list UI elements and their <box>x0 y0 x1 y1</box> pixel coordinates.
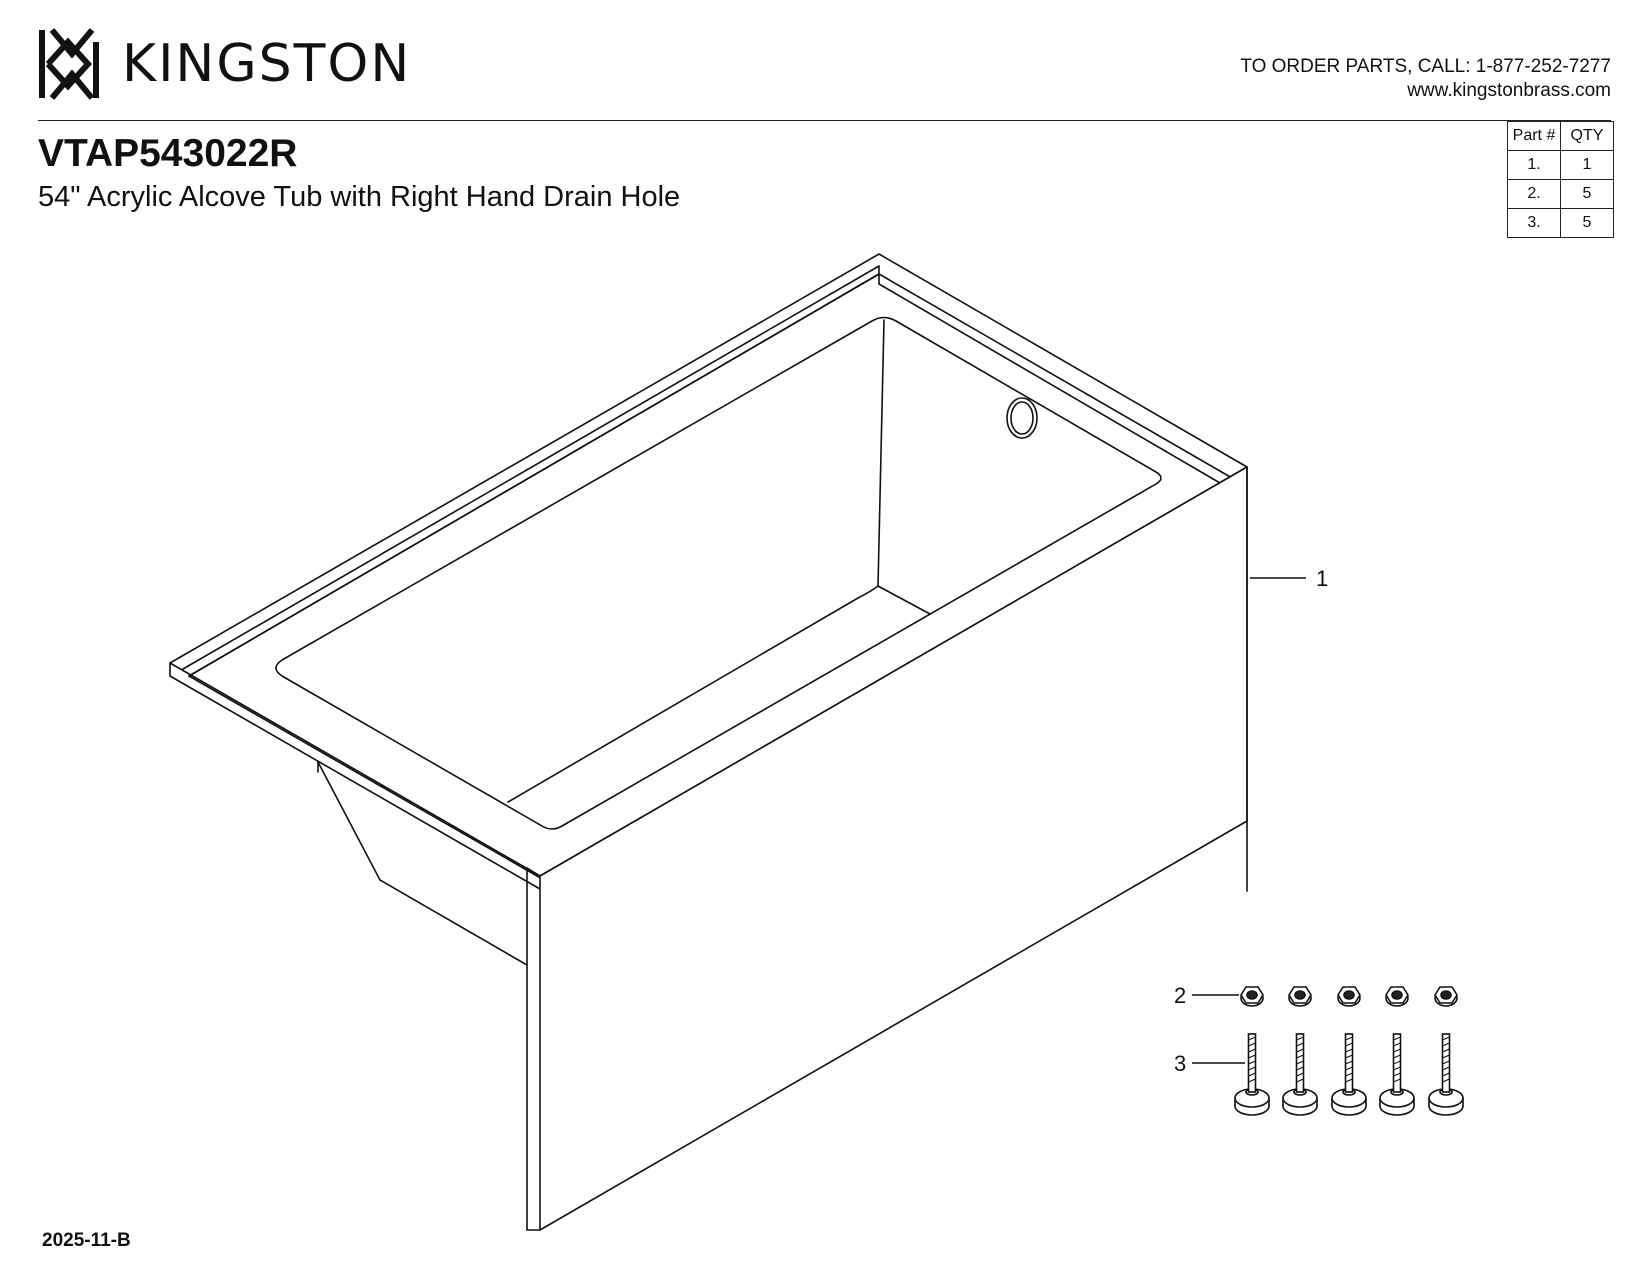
hex-nut-icon <box>1434 986 1458 1007</box>
hex-nuts <box>1240 986 1458 1007</box>
callout-3: 3 <box>1174 1051 1245 1076</box>
hex-nut-icon <box>1337 986 1361 1007</box>
callout-label-nut: 2 <box>1174 983 1186 1008</box>
leveling-foot-icon <box>1331 1033 1367 1116</box>
kingston-logo-mark-icon <box>39 28 99 100</box>
qty-cell: 5 <box>1560 179 1614 209</box>
leveling-feet <box>1234 1033 1464 1116</box>
hex-nut-icon <box>1240 986 1264 1007</box>
order-parts-phone: TO ORDER PARTS, CALL: 1-877-252-7277 <box>1240 56 1611 77</box>
part-number-cell: 3. <box>1507 208 1561 238</box>
kingston-logo: KINGSTON <box>38 28 411 100</box>
qty-cell: 1 <box>1560 150 1614 180</box>
header-part-number: Part # <box>1507 121 1561 151</box>
product-description: 54" Acrylic Alcove Tub with Right Hand D… <box>38 181 681 213</box>
contact-info: TO ORDER PARTS, CALL: 1-877-252-7277 www… <box>1240 55 1611 103</box>
leveling-foot-icon <box>1428 1033 1464 1116</box>
model-number: VTAP543022R <box>38 132 298 175</box>
callout-label-tub: 1 <box>1316 566 1328 591</box>
callout-label-leveling-foot: 3 <box>1174 1051 1186 1076</box>
qty-cell: 5 <box>1560 208 1614 238</box>
website-link[interactable]: www.kingstonbrass.com <box>1407 80 1611 101</box>
leveling-foot-icon <box>1282 1033 1318 1116</box>
table-row: 2. 5 <box>1507 179 1614 209</box>
parts-table: Part # QTY 1. 1 2. 5 3. 5 <box>1507 121 1614 238</box>
callout-2: 2 <box>1174 983 1239 1008</box>
leveling-foot-icon <box>1234 1033 1270 1116</box>
revision-code: 2025-11-B <box>42 1230 131 1251</box>
brand-name: KINGSTON <box>122 34 412 94</box>
hex-nut-icon <box>1385 986 1409 1007</box>
callout-1: 1 <box>1250 566 1328 591</box>
header-divider <box>38 120 1611 121</box>
table-row: 3. 5 <box>1507 208 1614 238</box>
leveling-foot-icon <box>1379 1033 1415 1116</box>
hex-nut-icon <box>1288 986 1312 1007</box>
bathtub-illustration <box>169 253 1248 1275</box>
